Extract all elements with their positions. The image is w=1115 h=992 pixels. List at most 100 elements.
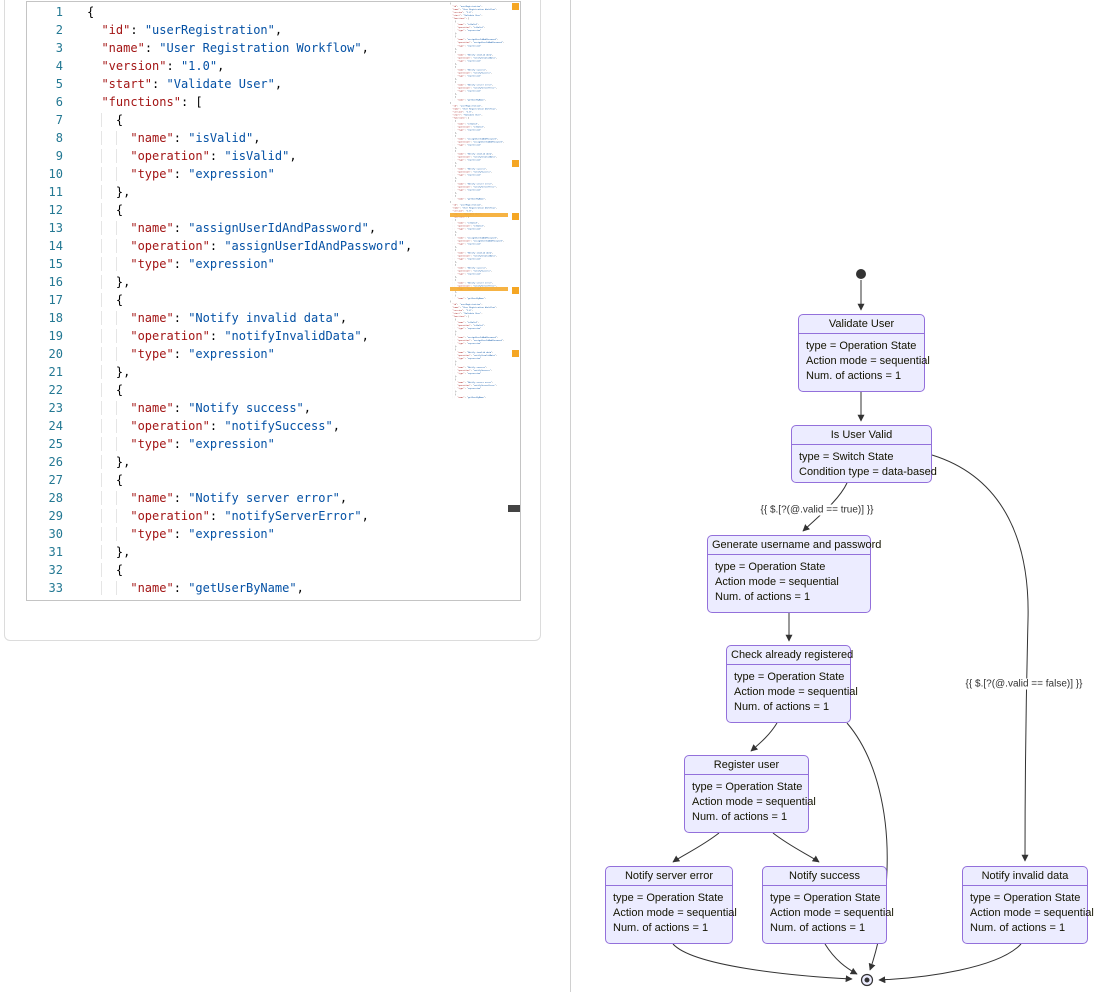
code-line: { [450,333,508,336]
code-line: "operation": "assignUserIdAndPassword", [450,239,508,243]
scroll-position-marker[interactable] [508,505,520,512]
line-number: 32 [48,563,63,577]
ruler-marker [512,160,519,167]
code-line: "name": "assignUserIdAndPassword", [87,219,448,237]
code-line: "type": "expression" [87,435,448,453]
line-number: 10 [48,167,63,181]
line-number: 31 [48,545,63,559]
code-line: "operation": "notifyServerError", [450,86,508,89]
code-line: { [450,179,508,182]
line-number: 13 [48,221,63,235]
code-line: "name": "Notify invalid data", [87,309,448,327]
code-line: }, [450,390,508,393]
code-line: "type": "expression" [450,326,508,330]
code-line: "name": "isValid", [450,122,508,125]
code-line: "name": "assignUserIdAndPassword", [450,38,508,41]
state-title: Validate User [799,315,924,334]
code-line: { [450,363,508,366]
code-line: { [450,50,508,53]
code-line: "type": "expression" [450,372,508,375]
edge-check-to-register [750,722,778,752]
line-number: 18 [48,311,63,325]
code-line: }, [450,360,508,363]
line-number: 5 [55,77,63,91]
code-line: { [450,194,508,198]
code-line: "id": "userRegistration", [452,302,483,306]
code-line: "operation": "notifyInvalidData", [450,254,508,258]
code-line: }, [87,363,448,381]
code-line: "type": "expression" [87,525,448,543]
state-attribute: Num. of actions = 1 [613,922,709,934]
edge-isvalid-to-invaliddata [931,454,1029,862]
code-line: "functions": [ [452,314,470,318]
state-attribute: type = Operation State [613,892,724,904]
code-line: "name": "isValid", [450,23,508,26]
line-number: 3 [55,41,63,55]
line-number: 29 [48,509,63,523]
code-content[interactable]: { "id": "userRegistration", "name": "Use… [87,3,448,597]
state-attribute: Num. of actions = 1 [734,701,830,713]
code-line: { [450,95,508,98]
code-line: "name": "Notify success", [450,167,508,171]
code-line: "operation": "notifyInvalidData", [450,354,508,357]
state-attribute: Num. of actions = 1 [770,922,866,934]
state-attribute: Action mode = sequential [734,686,858,698]
code-line: { [450,200,452,204]
line-number: 21 [48,365,63,379]
state-title: Generate username and password [708,536,881,555]
code-line: "type": "expression" [450,258,508,261]
code-line: "name": "assignUserIdAndPassword", [450,236,508,239]
code-line: }, [87,543,448,561]
code-line: "type": "expression" [450,158,508,161]
code-line: "operation": "notifyInvalidData", [450,56,508,59]
code-line: "functions": [ [452,17,470,20]
state-attribute: Action mode = sequential [806,355,930,367]
code-line: { [450,101,452,104]
state-attribute: type = Operation State [806,340,917,352]
code-line: }, [450,275,508,279]
code-line: { [450,318,508,321]
code-line: "operation": "notifyInvalidData", [450,155,508,158]
code-line: "name": "User Registration Workflow", [452,8,498,11]
code-line: { [450,164,508,167]
line-number: 16 [48,275,63,289]
code-line: { [450,119,508,122]
code-line: "name": "getUserByName", [87,579,448,597]
code-line: "name": "getUserByName", [450,396,508,399]
code-line: { [450,65,508,68]
code-line: { [450,393,508,396]
workflow-diagram[interactable]: {{ $.[?(@.valid == true)] }} {{ $.[?(@.v… [570,0,1115,992]
code-line: "version": "1.0", [452,110,473,113]
code-line: "name": "isValid", [87,129,448,147]
code-line: "id": "userRegistration", [101,23,283,37]
ruler-marker [512,287,519,294]
code-line: "type": "expression" [450,242,508,246]
code-line: }, [450,77,508,80]
code-line: "type": "expression" [450,44,508,47]
code-line: }, [450,191,508,195]
code-line: "operation": "isValid", [450,26,508,29]
code-line: { [87,471,448,489]
code-line: }, [450,375,508,378]
code-line: { [450,2,452,5]
code-line: }, [87,183,448,201]
code-line: "type": "expression" [450,173,508,177]
state-title: Register user [685,756,808,775]
state-attribute: type = Switch State [799,451,894,463]
code-line: "type": "expression" [87,345,448,363]
code-line: }, [450,161,508,164]
code-line: "name": "User Registration Workflow", [452,107,498,110]
code-line: }, [450,32,508,35]
code-line: "name": "Notify server error", [450,281,508,285]
overview-ruler[interactable] [508,2,520,600]
minimap[interactable]: { "id": "userRegistration", "name": "Use… [450,2,508,600]
state-attribute: type = Operation State [734,671,845,683]
edge-label-valid-true: {{ $.[?(@.valid == true)] }} [757,504,877,516]
code-line: }, [450,47,508,50]
code-line: "start": "Validate User", [101,77,283,91]
code-line: "type": "expression" [450,143,508,146]
